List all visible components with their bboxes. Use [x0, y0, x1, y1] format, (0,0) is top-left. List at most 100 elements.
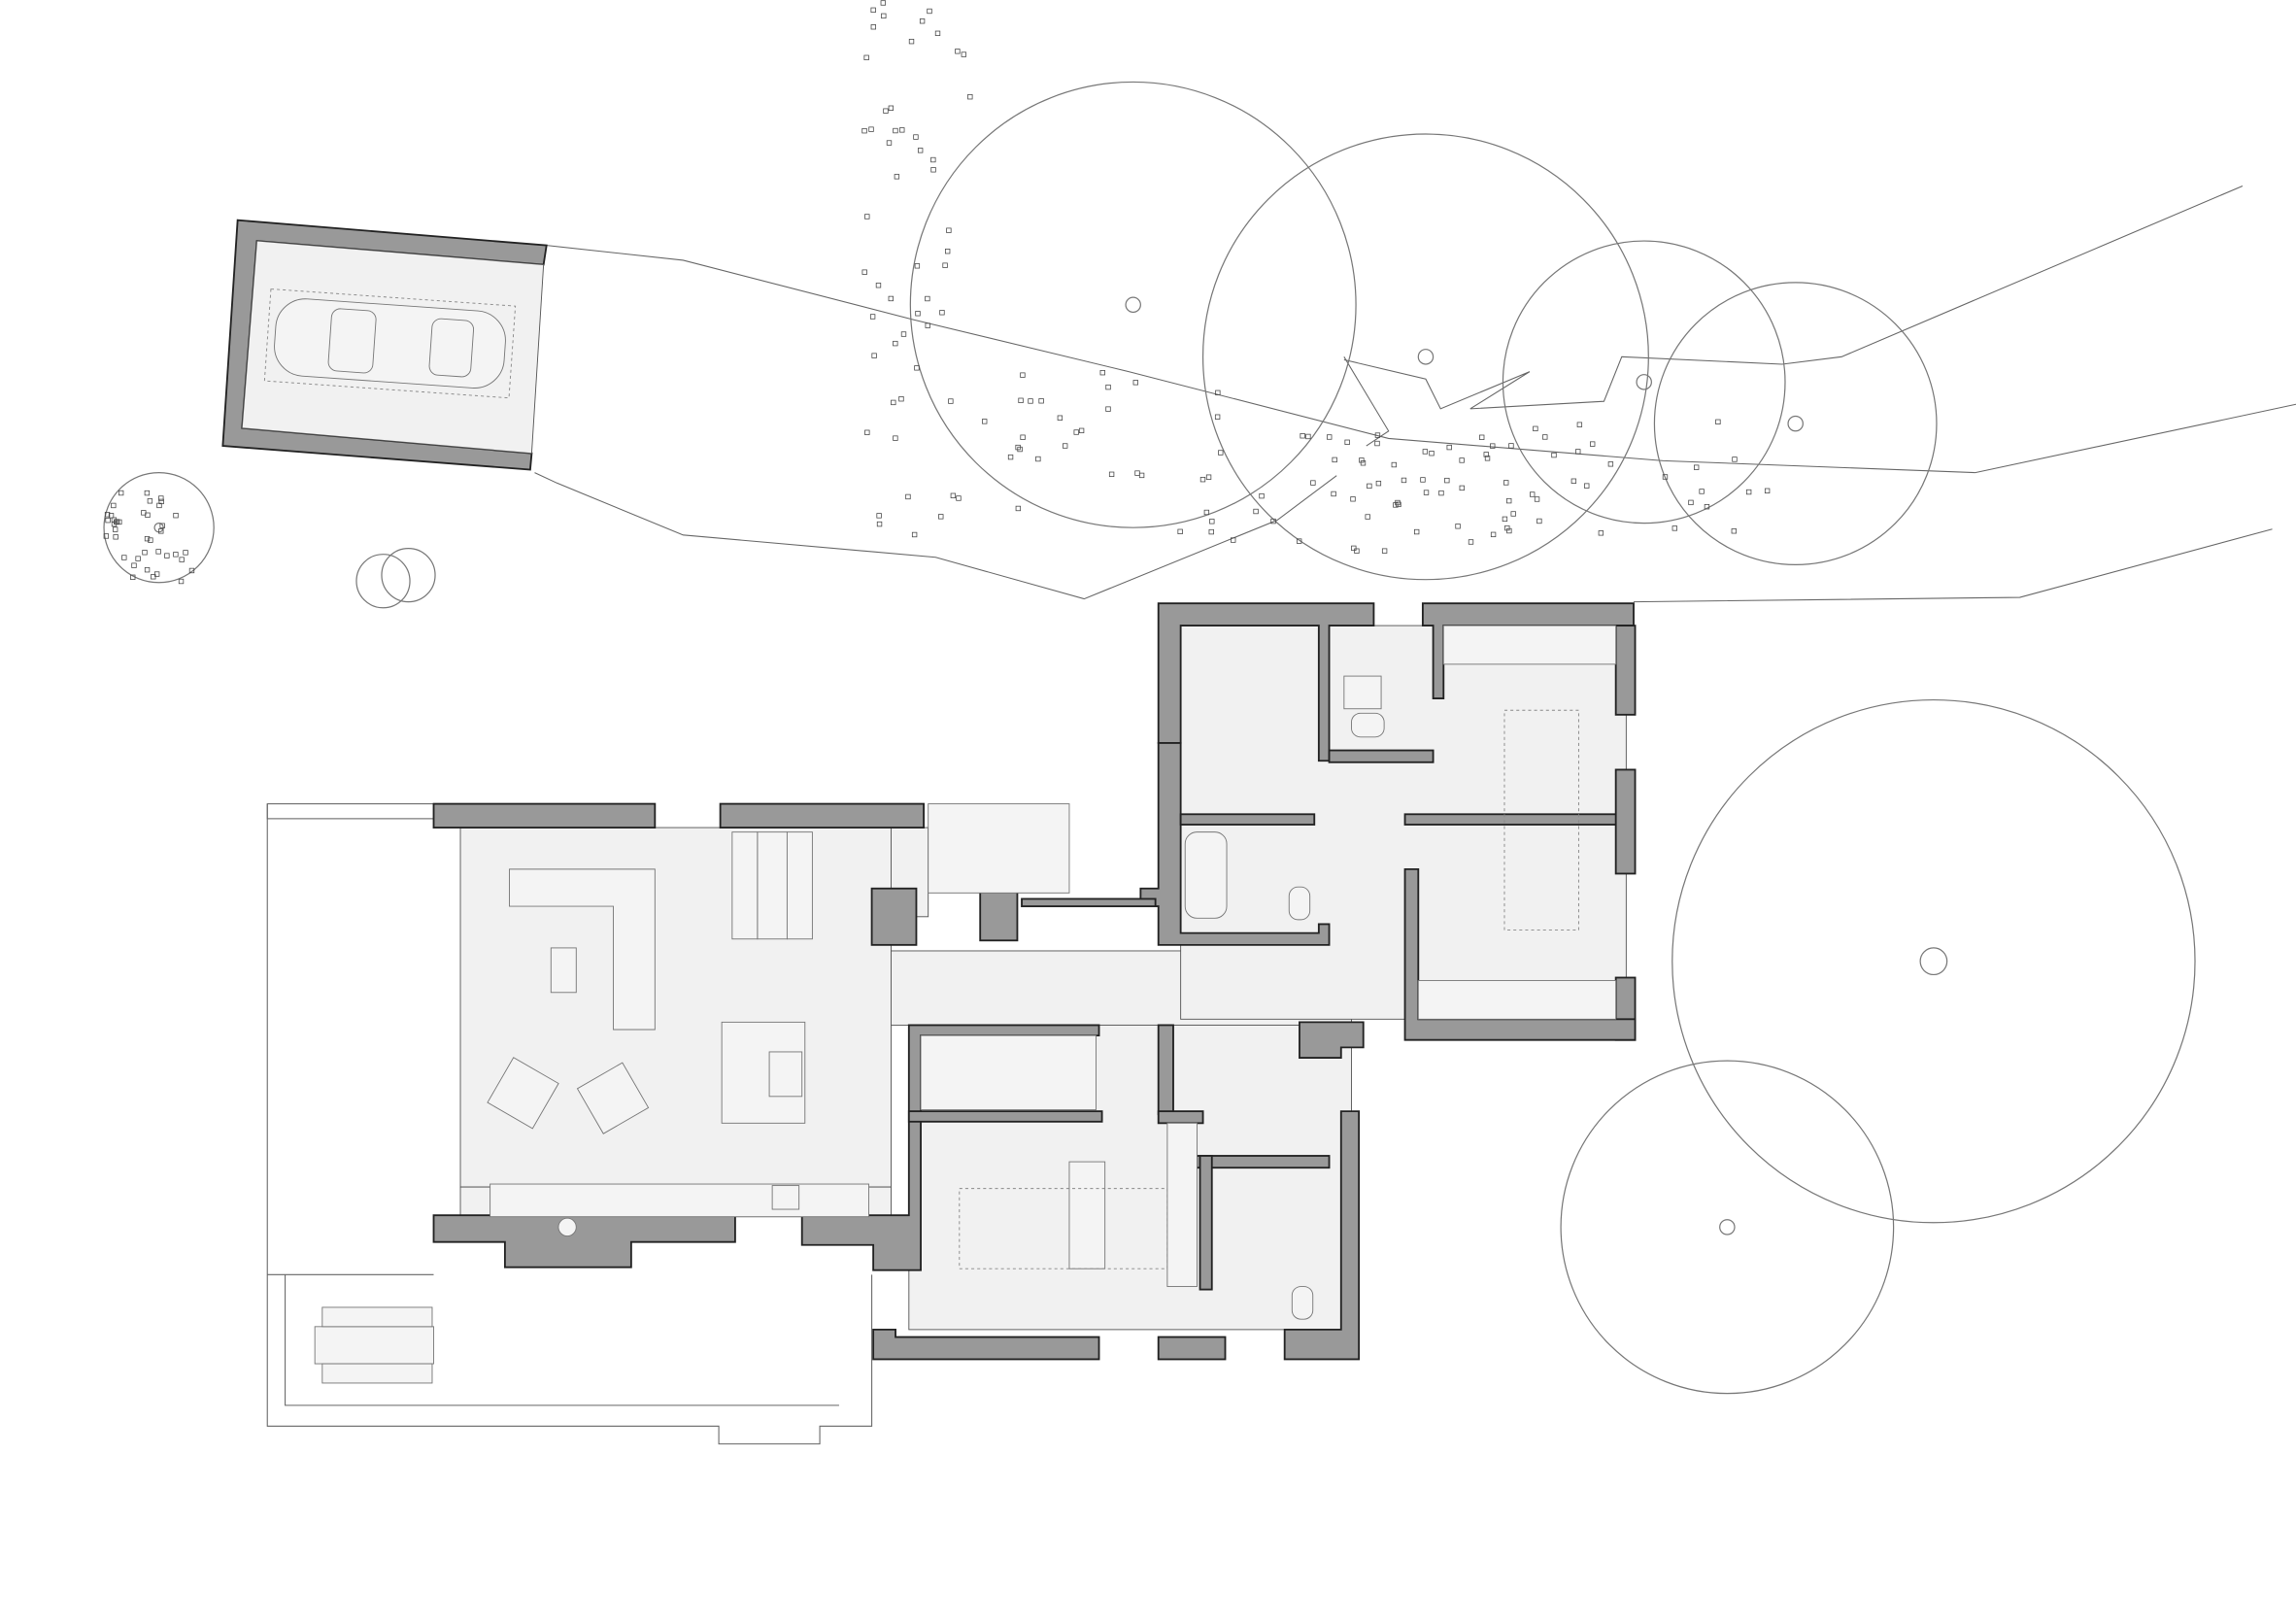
leaf-mark	[1584, 483, 1590, 489]
leaf-mark	[179, 557, 185, 562]
leaf-mark	[1490, 443, 1496, 449]
leaf-mark	[164, 553, 170, 558]
shrub	[381, 547, 436, 603]
leaf-mark	[861, 127, 867, 134]
site-paths	[534, 185, 2296, 603]
leaf-mark	[869, 314, 876, 320]
leaf-mark	[1374, 440, 1380, 447]
leaf-mark	[188, 567, 195, 574]
leaf-mark	[927, 8, 932, 15]
leaf-mark	[886, 140, 893, 146]
toilet	[1288, 886, 1311, 921]
leaf-mark	[870, 7, 876, 14]
leaf-mark	[915, 311, 921, 317]
leaf-mark	[1310, 480, 1316, 486]
tree-canopy	[1201, 133, 1649, 581]
kitchen-counter	[490, 1183, 869, 1218]
leaf-mark	[1205, 474, 1212, 480]
tree-canopy	[1671, 698, 2196, 1224]
leaf-mark	[1502, 516, 1508, 523]
leaf-mark	[1199, 476, 1206, 483]
leaf-mark	[141, 510, 147, 516]
leaf-mark	[1715, 419, 1721, 425]
leaf-mark	[1367, 483, 1372, 490]
leaf-mark	[1395, 499, 1401, 506]
car-icon	[263, 288, 517, 399]
leaf-mark	[113, 534, 118, 540]
leaf-mark	[1536, 518, 1542, 524]
leaf-mark	[914, 365, 920, 371]
leaf-mark	[131, 562, 137, 568]
leaf-mark	[151, 574, 156, 580]
leaf-mark	[925, 295, 930, 302]
leaf-mark	[870, 24, 876, 30]
leaf-mark	[142, 550, 148, 556]
stairs	[928, 803, 1070, 894]
leaf-mark	[1506, 497, 1512, 504]
leaf-mark	[861, 269, 867, 275]
leaf-mark	[1745, 489, 1752, 495]
leaf-mark	[1327, 434, 1333, 440]
leaf-mark	[1015, 444, 1021, 451]
leaf-mark	[144, 490, 151, 496]
tree-trunk	[1125, 296, 1141, 314]
leaf-mark	[939, 310, 945, 316]
leaf-mark	[1332, 457, 1337, 463]
leaf-mark	[1028, 398, 1033, 404]
leaf-mark	[1300, 433, 1305, 439]
leaf-mark	[1459, 485, 1465, 491]
leaf-mark	[1105, 384, 1111, 390]
sink	[771, 1185, 800, 1210]
leaf-mark	[1381, 548, 1388, 554]
leaf-mark	[1035, 456, 1041, 462]
leaf-mark	[1057, 415, 1064, 421]
leaf-mark	[1396, 501, 1401, 508]
leaf-mark	[1468, 539, 1474, 545]
leaf-mark	[930, 156, 936, 163]
toilet	[1291, 1286, 1314, 1320]
toilet	[1351, 712, 1385, 738]
bathtub	[1184, 831, 1228, 919]
leaf-mark	[917, 148, 924, 153]
leaf-mark	[881, 13, 887, 19]
leaf-mark	[956, 495, 962, 501]
leaf-mark	[1375, 480, 1382, 487]
leaf-mark	[913, 134, 919, 140]
leaf-mark	[113, 526, 118, 532]
leaf-mark	[173, 552, 179, 558]
leaf-mark	[905, 493, 911, 500]
leaf-mark	[1423, 490, 1430, 495]
leaf-mark	[1214, 414, 1221, 420]
leaf-mark	[1534, 496, 1540, 502]
leaf-mark	[1108, 471, 1115, 477]
leaf-mark	[1208, 528, 1214, 535]
leaf-mark	[1662, 474, 1669, 480]
dining-table	[757, 831, 788, 940]
leaf-mark	[1296, 538, 1302, 544]
wardrobe	[1417, 980, 1617, 1020]
leaf-mark	[158, 528, 164, 534]
leaf-mark	[148, 537, 153, 543]
leaf-mark	[864, 214, 870, 220]
leaf-mark	[105, 517, 111, 524]
leaf-mark	[1483, 452, 1489, 457]
leaf-mark	[153, 571, 160, 577]
leaf-mark	[893, 127, 898, 134]
leaf-mark	[919, 18, 926, 24]
leaf-mark	[893, 435, 898, 441]
armchair	[487, 1057, 559, 1130]
leaf-mark	[1350, 496, 1356, 502]
wardrobe	[1442, 625, 1617, 665]
leaf-mark	[144, 566, 151, 573]
leaf-mark	[1490, 531, 1497, 538]
leaf-mark	[1570, 478, 1577, 484]
leaf-mark	[1038, 398, 1044, 404]
leaf-mark	[104, 512, 111, 518]
leaf-mark	[1360, 460, 1367, 466]
shrub	[355, 554, 411, 609]
carport	[221, 219, 548, 471]
leaf-mark	[1270, 518, 1276, 524]
terrace	[266, 803, 873, 1445]
leaf-mark	[1203, 509, 1210, 516]
leaf-mark	[1015, 505, 1022, 512]
